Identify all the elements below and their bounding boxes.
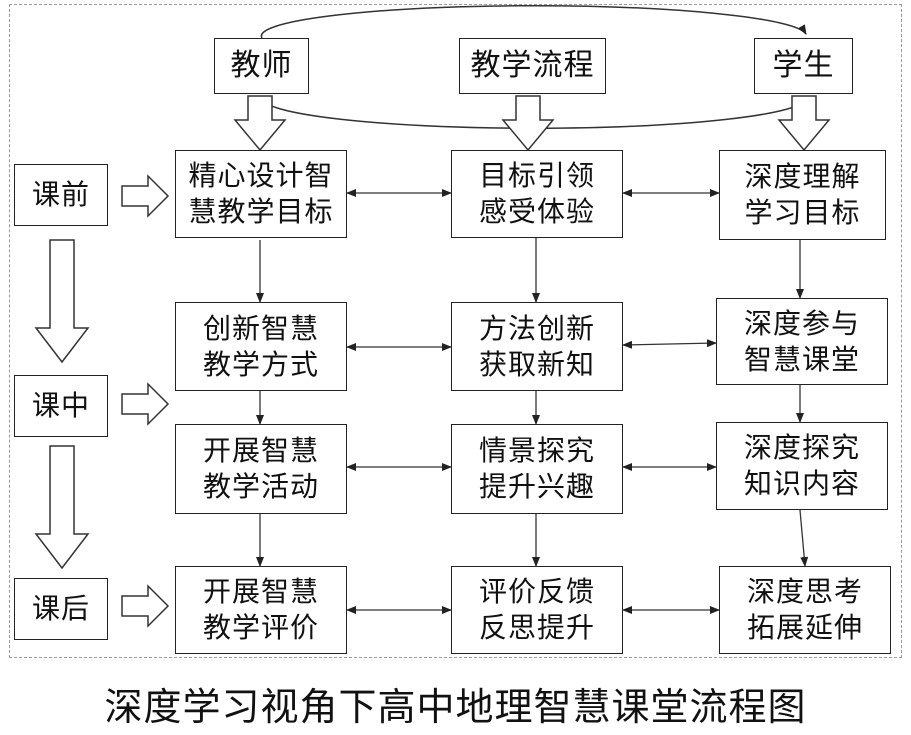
diagram-frame (9, 4, 902, 658)
stage-after-label: 课后 (31, 592, 90, 625)
process-step-2-label: 方法创新 获取新知 (478, 311, 595, 381)
process-step-1-label: 目标引领 感受体验 (478, 159, 595, 228)
teacher-step-2-label: 创新智慧 教学方式 (202, 311, 319, 381)
student-step-1: 深度理解 学习目标 (719, 150, 886, 240)
student-step-1-label: 深度理解 学习目标 (744, 160, 861, 229)
stage-during: 课中 (14, 375, 108, 437)
header-process-label: 教学流程 (470, 48, 595, 83)
process-step-2: 方法创新 获取新知 (451, 302, 623, 391)
hollow-right-arrow-during (121, 382, 170, 426)
header-student: 学生 (754, 38, 853, 94)
student-step-4: 深度思考 拓展延伸 (719, 566, 891, 654)
teacher-step-4: 开展智慧 教学评价 (175, 566, 347, 654)
stage-before: 课前 (14, 164, 108, 226)
header-process: 教学流程 (459, 38, 606, 94)
header-teacher: 教师 (214, 38, 309, 94)
hollow-down-arrow-stage-1 (34, 239, 90, 364)
hollow-down-arrow-stage-2 (34, 445, 90, 570)
hollow-down-arrow-teacher (233, 95, 287, 152)
process-step-3-label: 情景探究 提升兴趣 (478, 434, 595, 503)
teacher-step-1-label: 精心设计智 慧教学目标 (188, 159, 334, 228)
process-step-4: 评价反馈 反思提升 (451, 566, 623, 654)
cycle-arc-top (260, 4, 807, 39)
stage-during-label: 课中 (31, 389, 90, 422)
teacher-step-2: 创新智慧 教学方式 (175, 302, 347, 391)
stage-before-label: 课前 (31, 178, 90, 211)
hollow-right-arrow-after (121, 584, 170, 628)
student-step-2: 深度参与 智慧课堂 (716, 298, 888, 385)
teacher-step-4-label: 开展智慧 教学评价 (202, 575, 319, 644)
v-arrow-student-3 (799, 509, 809, 567)
process-step-3: 情景探究 提升兴趣 (451, 424, 623, 514)
student-step-2-label: 深度参与 智慧课堂 (743, 306, 860, 376)
student-step-3: 深度探究 知识内容 (716, 422, 888, 510)
process-step-4-label: 评价反馈 反思提升 (478, 575, 595, 644)
figure-caption: 深度学习视角下高中地理智慧课堂流程图 (104, 685, 807, 729)
stage-after: 课后 (14, 578, 108, 640)
hollow-right-arrow-before (121, 174, 170, 218)
student-step-4-label: 深度思考 拓展延伸 (746, 575, 863, 644)
hollow-down-arrow-student (777, 95, 831, 152)
hollow-down-arrow-process (501, 95, 555, 152)
teacher-step-3: 开展智慧 教学活动 (175, 424, 347, 514)
header-teacher-label: 教师 (230, 48, 293, 83)
student-step-3-label: 深度探究 知识内容 (743, 431, 860, 500)
teacher-step-1: 精心设计智 慧教学目标 (175, 150, 347, 238)
header-student-label: 学生 (772, 48, 835, 83)
h-arrow-r2-right (622, 339, 717, 349)
process-step-1: 目标引领 感受体验 (451, 150, 623, 238)
teacher-step-3-label: 开展智慧 教学活动 (202, 434, 319, 503)
